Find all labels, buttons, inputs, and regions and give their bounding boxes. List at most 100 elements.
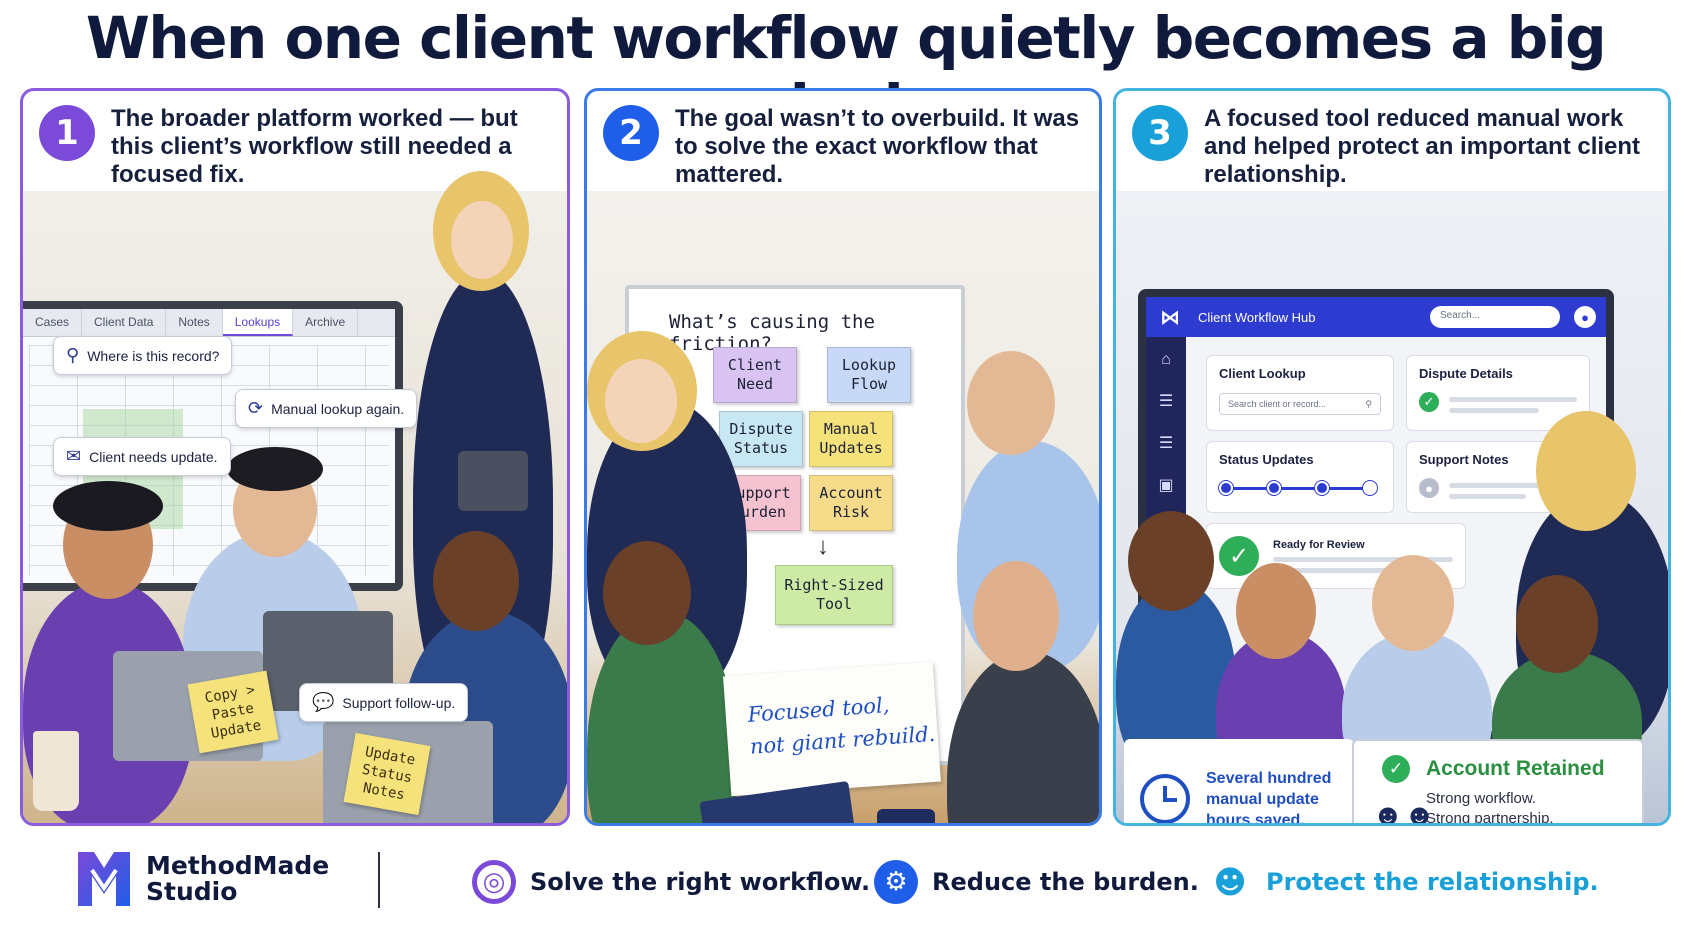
bubble-text: Manual lookup again. [271,400,405,417]
search-icon: ⚲ [66,345,80,365]
logo-mug [877,809,935,823]
woman-green [587,611,737,823]
client-lookup-input[interactable]: Search client or record... ⚲ [1219,393,1381,415]
panel-2: What’s causing the friction? Client Need… [584,88,1102,826]
bubble-text: Client needs update. [89,448,218,465]
brand-name-line-2: Studio [146,877,238,906]
gear-icon: ⚙ [874,860,918,904]
hours-saved-box: Several hundred manual update hours save… [1124,739,1354,823]
pillar-solve-workflow: ◎ Solve the right workflow. [472,860,870,904]
office-scene-planning: What’s causing the friction? Client Need… [587,191,1099,823]
note-account-risk: Account Risk [809,475,893,531]
app-title: Client Workflow Hub [1198,309,1316,325]
spreadsheet-tabs: Cases Client Data Notes Lookups Archive [23,309,395,337]
note-client-need: Client Need [713,347,797,403]
bubble-text: Where is this record? [87,347,220,364]
client-lookup-card: Client Lookup Search client or record...… [1206,355,1394,431]
people-icon: ☻☻ [1372,799,1436,826]
card-title: Ready for Review [1273,539,1365,551]
card-title: Client Lookup [1219,366,1306,381]
tab-client-data[interactable]: Client Data [82,309,167,336]
search-icon: ⚲ [1365,399,1372,409]
panel-3: ⋈ Client Workflow Hub Search... ● ⌂ ☰ ☰ … [1113,88,1671,826]
step-header: 1 The broader platform worked — but this… [39,105,553,195]
note-manual-updates: Manual Updates [809,411,893,467]
list-icon[interactable]: ☰ [1158,393,1174,410]
dispute-details-card: Dispute Details ✓ [1406,355,1590,431]
app-header: ⋈ Client Workflow Hub Search... ● [1146,297,1606,337]
retained-line-2: Strong partnership. [1426,810,1554,826]
home-icon[interactable]: ⌂ [1161,351,1171,368]
step-number-badge: 2 [603,105,659,161]
laughing-woman-face [1516,575,1598,673]
standing-woman-face [451,201,513,279]
user-avatar-icon[interactable]: ● [1574,306,1596,328]
clapping-woman-face [1236,563,1316,659]
coffee-cup [33,731,79,811]
man-center-hair [227,447,323,491]
footer-divider [378,852,380,908]
sticky-note-copy-paste: Copy > Paste Update [187,670,279,754]
app-search-input[interactable]: Search... [1430,306,1560,328]
step-header: 2 The goal wasn’t to overbuild. It was t… [603,105,1085,195]
pointing-woman-hair [1536,411,1636,531]
bubble-text: Support follow-up. [342,694,456,711]
woman-green-face [603,541,691,645]
note-lookup-flow: Lookup Flow [827,347,911,403]
bubble-where-record: ⚲ Where is this record? [53,336,233,375]
status-progress-track [1219,481,1381,495]
tablet [458,451,528,511]
pillar-reduce-burden: ⚙ Reduce the burden. [874,860,1199,904]
thumbs-up-man-face [1128,511,1214,611]
handwritten-note: Focused tool, not giant rebuild. [747,686,937,763]
step-title: The goal wasn’t to overbuild. It was to … [675,105,1080,188]
account-retained-lines: Strong workflow. Strong partnership. [1426,789,1626,826]
check-icon: ✓ [1419,392,1439,412]
office-scene-struggle: Cases Client Data Notes Lookups Archive [23,171,567,823]
bubble-manual-lookup: ⟳ Manual lookup again. [235,389,418,428]
brand-name-line-1: MethodMade [146,851,330,880]
office-scene-success: ⋈ Client Workflow Hub Search... ● ⌂ ☰ ☰ … [1116,191,1668,823]
account-retained-title: Account Retained [1426,757,1605,780]
lookup-placeholder: Search client or record... [1228,399,1327,409]
tab-notes[interactable]: Notes [166,309,223,336]
pillar-text: Solve the right workflow. [530,868,871,896]
target-icon: ◎ [472,860,516,904]
clock-icon [1140,774,1190,823]
woman-left-hair [53,481,163,531]
step-number-badge: 1 [39,105,95,161]
check-icon: ✓ [1382,755,1410,783]
bubble-support-follow-up: 💬 Support follow-up. [299,683,469,722]
refresh-icon: ⟳ [248,398,264,418]
people-icon: ☻ [1213,863,1247,901]
man-right-face [433,531,519,631]
step-number-badge: 3 [1132,105,1188,161]
step-header: 3 A focused tool reduced manual work and… [1132,105,1654,195]
bubble-client-update: ✉ Client needs update. [53,437,231,476]
menu-icon[interactable]: ☰ [1158,435,1174,452]
down-arrow-icon: ↓ [817,533,829,560]
record-icon[interactable]: ▣ [1158,477,1174,494]
sticky-note-update-status: Update Status Notes [343,732,431,816]
chat-icon: 💬 [312,692,335,712]
bearded-man-face [973,561,1059,671]
note-dispute-status: Dispute Status [719,411,803,467]
pillar-text: Protect the relationship. [1266,868,1599,896]
note-paper: Focused tool, not giant rebuild. [723,661,941,797]
note-right-sized-tool: Right-Sized Tool [775,565,893,625]
brand-name: MethodMade Studio [146,853,329,905]
methodmade-logo-icon [74,848,134,910]
panel-1: Cases Client Data Notes Lookups Archive [20,88,570,826]
tab-cases[interactable]: Cases [23,309,83,336]
presenting-woman-face [605,359,677,443]
tab-archive[interactable]: Archive [293,309,359,336]
bearded-man [947,651,1099,823]
mail-icon: ✉ [66,446,82,466]
card-title: Support Notes [1419,452,1509,467]
pillar-text: Reduce the burden. [932,868,1199,896]
pillar-protect-relationship: ☻ Protect the relationship. [1208,860,1599,904]
tab-lookups[interactable]: Lookups [222,309,294,336]
step-title: A focused tool reduced manual work and h… [1204,105,1641,188]
man-glasses-face [967,351,1055,455]
retained-line-1: Strong workflow. [1426,790,1537,807]
